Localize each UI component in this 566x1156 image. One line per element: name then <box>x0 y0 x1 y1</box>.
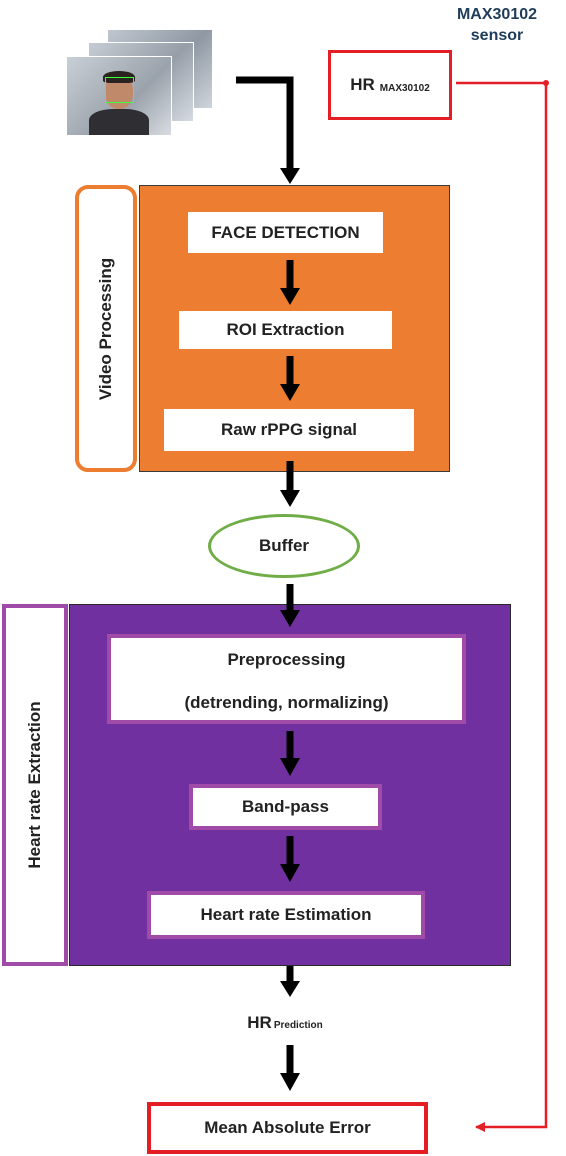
arrow-rppg-to-buffer <box>280 461 300 507</box>
arrow-prediction-to-mae <box>280 1045 300 1091</box>
raw-rppg-step: Raw rPPG signal <box>164 409 414 451</box>
bandpass-step: Band-pass <box>189 784 382 830</box>
sensor-title-line2: sensor <box>470 27 524 44</box>
junction-dot <box>543 80 549 86</box>
shirt <box>89 109 149 135</box>
arrow-bandpass-to-estimation <box>280 836 300 882</box>
sensor-hr-main: HR <box>350 75 375 94</box>
arrow-roi-to-rppg <box>280 356 300 401</box>
sensor-hr-sub: MAX30102 <box>379 82 430 94</box>
sensor-title-line1: MAX30102 <box>456 6 538 23</box>
mean-absolute-error-label: Mean Absolute Error <box>204 1118 371 1137</box>
buffer-ellipse: Buffer <box>208 514 360 578</box>
sensor-feedback-line <box>456 81 548 1132</box>
camera-frame-stack <box>66 30 214 138</box>
preprocessing-title: Preprocessing <box>227 650 346 669</box>
hr-extraction-label-box: Heart rate Extraction <box>2 604 68 966</box>
arrow-preprocessing-to-bandpass <box>280 731 300 776</box>
sensor-hr-box: HR MAX30102 <box>328 50 452 120</box>
buffer-label: Buffer <box>258 536 310 555</box>
preprocessing-step: Preprocessing (detrending, normalizing) <box>107 634 466 724</box>
arrow-estimation-to-prediction <box>280 966 300 997</box>
face-detection-box <box>105 77 134 103</box>
video-processing-label-box: Video Processing <box>75 185 137 472</box>
camera-frame-front <box>66 56 172 136</box>
camera-to-processing-arrow <box>236 76 294 170</box>
arrow-face-to-roi <box>280 260 300 305</box>
face-detection-step: FACE DETECTION <box>188 212 383 253</box>
sensor-title: MAX30102 sensor <box>432 4 562 46</box>
preprocessing-detail: (detrending, normalizing) <box>184 693 389 712</box>
hr-estimation-step: Heart rate Estimation <box>147 891 425 939</box>
arrow-buffer-to-preprocessing <box>280 584 300 627</box>
arrowhead <box>280 168 300 184</box>
roi-extraction-step: ROI Extraction <box>179 311 392 349</box>
hr-prediction-sub: Prediction <box>273 1020 323 1031</box>
hr-prediction-main: HR <box>247 1013 272 1032</box>
mean-absolute-error-box: Mean Absolute Error <box>147 1102 428 1154</box>
